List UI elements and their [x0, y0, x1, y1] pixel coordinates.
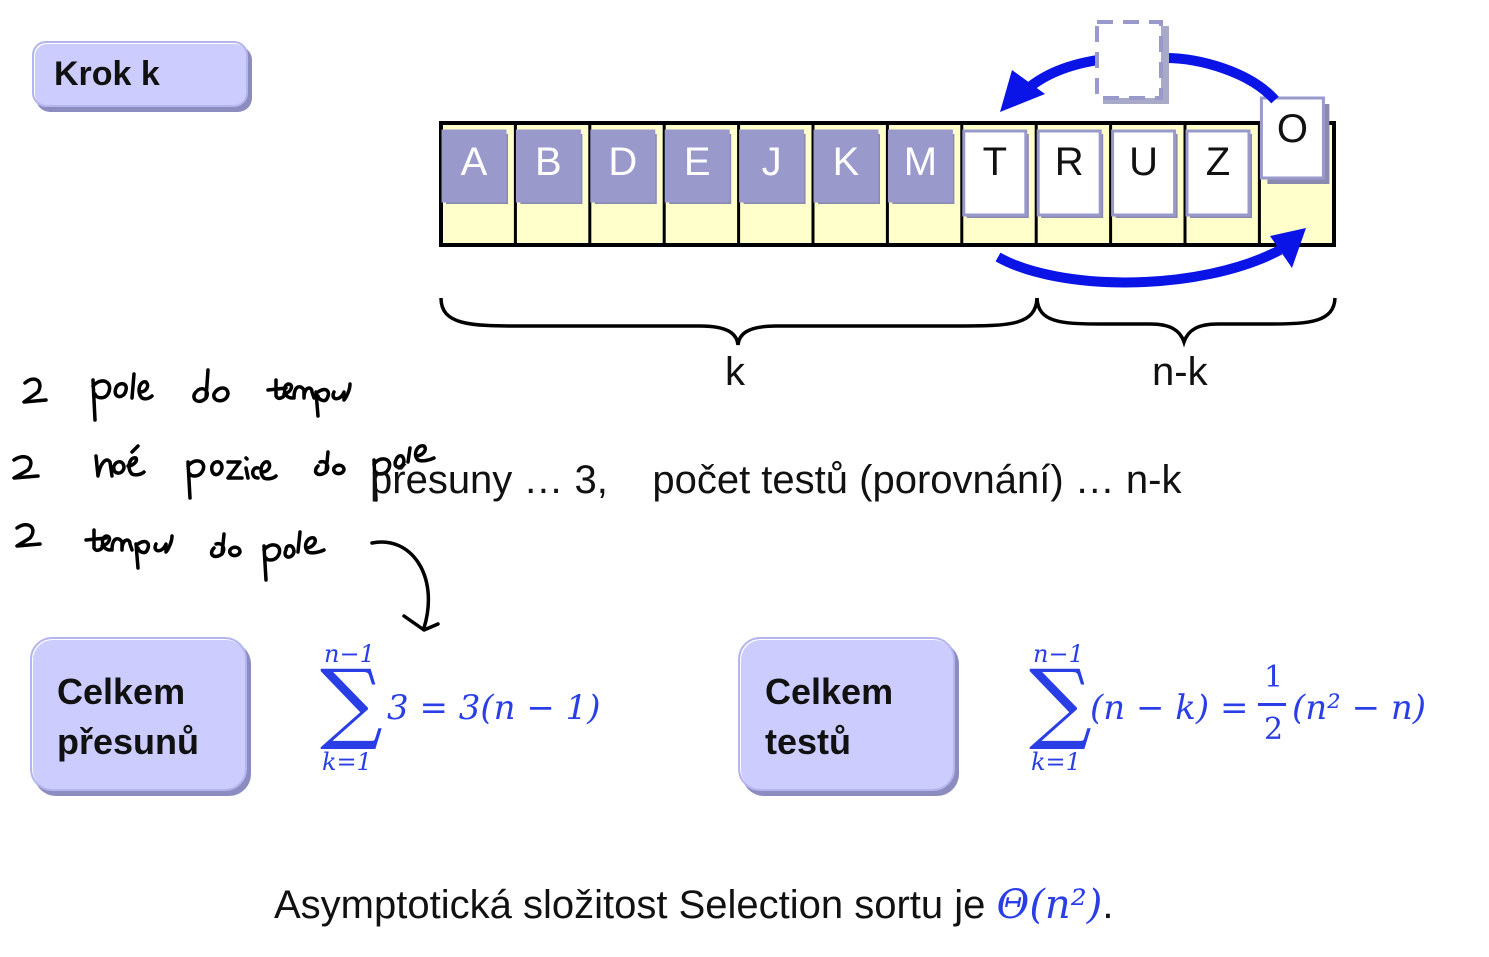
array-card-letter: M — [904, 140, 937, 184]
array-card-R: R — [1036, 129, 1104, 218]
array-card-T: T — [962, 129, 1029, 218]
total-moves-line2: přesunů — [57, 721, 200, 762]
array-card-letter: R — [1055, 140, 1084, 184]
total-tests-box: Celkem testů — [738, 637, 955, 791]
arrow-swap — [995, 245, 1283, 288]
array-card-letter: A — [461, 140, 488, 184]
array-card-letter: O — [1277, 107, 1308, 151]
array-card-E: E — [664, 129, 732, 204]
array-card-D: D — [590, 129, 657, 204]
conclusion-text: Asymptotická složitost Selection sortu j… — [274, 883, 997, 927]
temp-box — [1095, 20, 1163, 100]
total-moves-line1: Celkem — [57, 671, 186, 712]
brace-nk — [1035, 297, 1337, 348]
tests-frac-num: 1 — [1264, 660, 1284, 695]
array-card-letter: B — [535, 140, 562, 184]
conclusion-math: Θ(n²) — [996, 882, 1103, 928]
array-card-J: J — [739, 129, 806, 204]
conclusion-end: . — [1102, 883, 1114, 927]
array-card-letter: U — [1129, 140, 1158, 184]
array-card-letter: J — [762, 140, 782, 184]
tests-frac-bar — [1258, 703, 1286, 706]
handwritten-notes — [12, 368, 440, 632]
total-tests-line1: Celkem — [765, 671, 894, 712]
moves-tests-statement: přesuny … 3, počet testů (porovnání) … n… — [370, 458, 1182, 502]
brace-label-nk: n-k — [1152, 350, 1208, 394]
array-card-K: K — [813, 129, 880, 204]
tests-sum-lower: k=1 — [1031, 748, 1081, 776]
tests-sum-upper: n−1 — [1033, 640, 1084, 668]
brace-label-k: k — [725, 350, 745, 394]
array-card-selected: O — [1259, 96, 1330, 184]
array-card-Z: Z — [1185, 129, 1252, 218]
array-card-letter: K — [833, 140, 860, 184]
tests-formula-right: (n² − n) — [1292, 688, 1427, 728]
array-card-letter: E — [684, 140, 711, 184]
total-tests-line2: testů — [765, 721, 852, 762]
moves-sum-upper: n−1 — [324, 640, 375, 668]
array-card-M: M — [887, 129, 955, 204]
tests-formula-left: (n − k) = — [1090, 688, 1249, 728]
brace-k — [439, 297, 1039, 346]
tests-sum-symbol: ∑ — [1029, 650, 1092, 753]
array-card-letter: Z — [1206, 140, 1230, 184]
moves-formula-body: 3 = 3(n − 1) — [387, 688, 601, 728]
arrow-swap-head — [1270, 228, 1306, 268]
tests-frac-den: 2 — [1264, 712, 1284, 747]
arrow-to-temp — [1164, 53, 1279, 104]
moves-sum-lower: k=1 — [322, 748, 372, 776]
array-card-A: A — [441, 129, 508, 204]
total-moves-box: Celkem přesunů — [30, 637, 247, 791]
conclusion: Asymptotická složitost Selection sortu j… — [274, 882, 1113, 928]
step-title-box: Krok k — [32, 41, 248, 107]
array-card-letter: T — [983, 140, 1007, 184]
moves-sum-symbol: ∑ — [320, 650, 383, 753]
array-card-B: B — [515, 129, 583, 204]
step-title: Krok k — [54, 55, 160, 93]
array-card-U: U — [1111, 129, 1178, 218]
array-card-letter: D — [608, 140, 637, 184]
arrow-from-temp-head — [1000, 70, 1045, 112]
